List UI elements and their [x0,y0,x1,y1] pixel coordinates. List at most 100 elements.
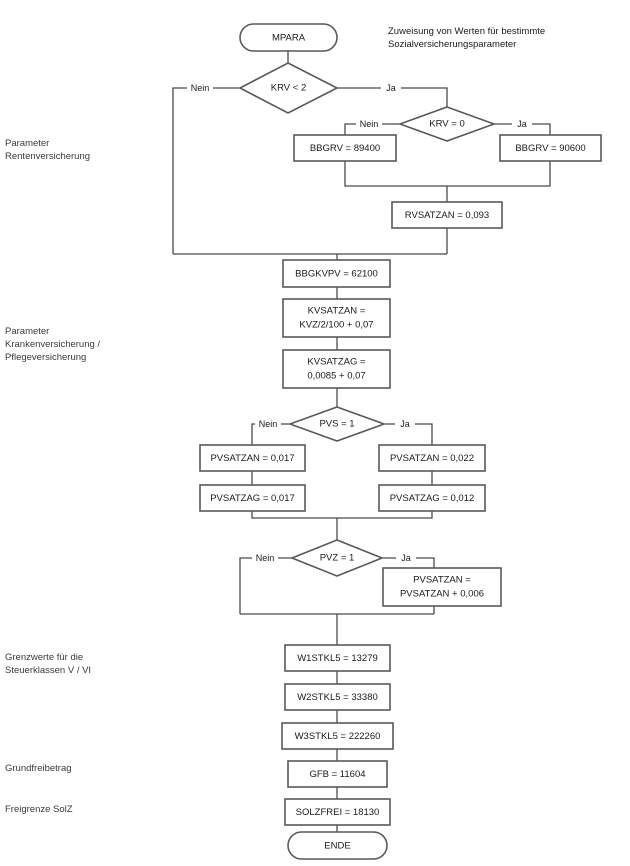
node-label-line-2: 0,0085 + 0,07 [307,371,365,382]
node-process-bbgrv-89400[interactable]: BBGRV = 89400 [293,134,397,162]
decision-shape [289,539,385,577]
edge-label-pvs-no: Nein [255,417,281,431]
connector-krv2-no [172,87,240,254]
node-label: PVSATZAN = 0,022 [390,453,474,464]
node-label: RVSATZAN = 0,093 [405,210,489,221]
process-shape [284,683,391,711]
node-process-kvsatzan[interactable]: KVSATZAN = KVZ/2/100 + 0,07 [282,298,391,338]
diagram-title-line-2: Sozialversicherungsparameter [388,39,516,50]
process-shape [378,484,486,512]
edge-label-pvz-yes: Ja [396,551,416,565]
process-shape [499,134,602,162]
node-label: GFB = 11604 [309,769,365,780]
node-process-kvsatzag[interactable]: KVSATZAG = 0,0085 + 0,07 [282,349,391,389]
process-shape [281,722,394,750]
side-label-rentenversicherung: Parameter Rentenversicherung [5,138,90,162]
node-label: PVSATZAG = 0,017 [210,493,295,504]
process-shape [199,484,306,512]
node-label: W3STKL5 = 222260 [295,731,381,742]
node-label-line-1: KVSATZAG = [307,357,366,368]
decision-shape [238,62,339,114]
terminal-shape [287,831,388,860]
node-process-w1stkl5[interactable]: W1STKL5 = 13279 [284,644,391,672]
edge-label-pvz-no: Nein [252,551,278,565]
side-label-line: Rentenversicherung [5,151,90,162]
process-shape [282,349,391,389]
svg-text:Nein: Nein [360,119,379,129]
svg-text:Ja: Ja [386,83,396,93]
process-shape [199,444,306,472]
connector-pvsatz-merge [251,511,433,519]
connector-pvz-no [239,557,292,614]
node-start-mpara[interactable]: MPARA [239,23,338,52]
node-label: BBGRV = 89400 [310,143,380,154]
svg-text:Ja: Ja [517,119,527,129]
side-label-line: Grenzwerte für die [5,652,83,663]
process-shape [382,567,502,607]
node-process-bbgrv-90600[interactable]: BBGRV = 90600 [499,134,602,162]
side-label-line: Steuerklassen V / VI [5,665,91,676]
process-shape [293,134,397,162]
node-process-bbgkvpv[interactable]: BBGKVPV = 62100 [282,259,391,288]
node-process-pvsatzag-017[interactable]: PVSATZAG = 0,017 [199,484,306,512]
process-shape [378,444,486,472]
side-label-freigrenze-solz: Freigrenze SolZ [5,804,73,815]
process-shape [287,760,388,788]
process-shape [284,798,391,826]
connector-krv2-yes [337,87,448,107]
node-end-ende[interactable]: ENDE [287,831,388,860]
node-label: MPARA [272,33,306,44]
diagram-title-line-1: Zuweisung von Werten für bestimmte [388,26,545,37]
node-label-line-1: PVSATZAN = [413,575,471,586]
node-label: SOLZFREI = 18130 [296,807,380,818]
svg-text:Ja: Ja [401,553,411,563]
svg-text:Ja: Ja [400,419,410,429]
process-shape [284,644,391,672]
node-process-pvsatzan-plus[interactable]: PVSATZAN = PVSATZAN + 0,006 [382,567,502,607]
side-label-grundfreibetrag: Grundfreibetrag [5,763,72,774]
side-label-krankenversicherung: Parameter Krankenversicherung / Pflegeve… [5,326,100,363]
side-label-line: Parameter [5,326,49,337]
node-decision-krv-eq-0[interactable]: KRV = 0 [397,106,497,142]
decision-shape [287,406,387,442]
node-decision-krv-lt-2[interactable]: KRV < 2 [238,62,339,114]
node-label: PVSATZAN = 0,017 [210,453,294,464]
svg-text:Nein: Nein [256,553,275,563]
process-shape [282,259,391,288]
edge-label-krv2-yes: Ja [381,81,401,95]
edge-label-krv0-yes: Ja [512,117,532,131]
node-label: ENDE [324,841,350,852]
node-label: BBGKVPV = 62100 [295,269,378,280]
node-process-rvsatzan[interactable]: RVSATZAN = 0,093 [391,201,503,229]
svg-text:Nein: Nein [191,83,210,93]
node-label: BBGRV = 90600 [515,143,585,154]
connector-bbgrv-merge [344,161,551,187]
node-label: KRV = 0 [429,119,464,130]
node-process-w2stkl5[interactable]: W2STKL5 = 33380 [284,683,391,711]
side-label-line: Parameter [5,138,49,149]
node-process-pvsatzan-022[interactable]: PVSATZAN = 0,022 [378,444,486,472]
node-process-solzfrei[interactable]: SOLZFREI = 18130 [284,798,391,826]
edge-label-krv0-no: Nein [356,117,382,131]
process-shape [282,298,391,338]
side-label-line: Krankenversicherung / [5,339,100,350]
node-label: W2STKL5 = 33380 [297,692,378,703]
node-process-pvsatzag-012[interactable]: PVSATZAG = 0,012 [378,484,486,512]
node-label-line-1: KVSATZAN = [308,306,366,317]
node-decision-pvs-eq-1[interactable]: PVS = 1 [287,406,387,442]
decision-shape [397,106,497,142]
edge-label-pvs-yes: Ja [395,417,415,431]
side-label-line: Grundfreibetrag [5,763,72,774]
node-label: PVS = 1 [319,419,354,430]
node-process-gfb[interactable]: GFB = 11604 [287,760,388,788]
node-process-pvsatzan-017[interactable]: PVSATZAN = 0,017 [199,444,306,472]
process-shape [391,201,503,229]
node-label-line-2: KVZ/2/100 + 0,07 [299,320,373,331]
terminal-shape [239,23,338,52]
side-label-line: Pflegeversicherung [5,352,86,363]
node-process-w3stkl5[interactable]: W3STKL5 = 222260 [281,722,394,750]
node-decision-pvz-eq-1[interactable]: PVZ = 1 [289,539,385,577]
edge-label-krv2-no: Nein [187,81,213,95]
node-label: PVSATZAG = 0,012 [390,493,475,504]
